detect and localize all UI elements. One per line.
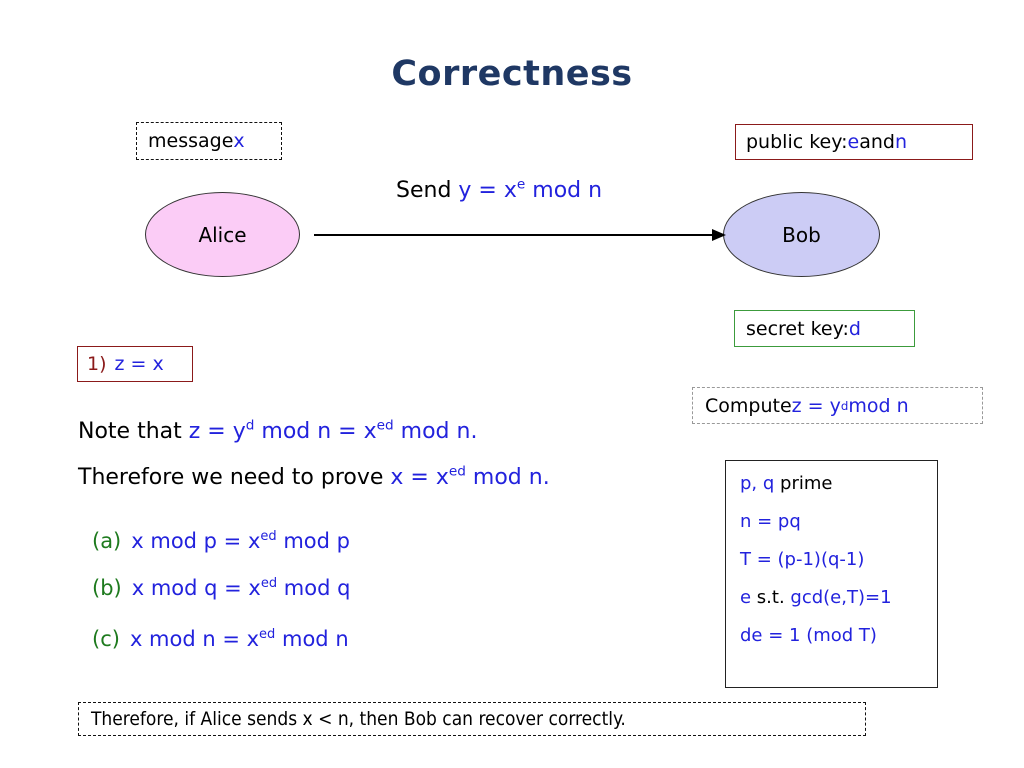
therefore-part-2: mod n. (465, 465, 550, 490)
note-exponent-1: d (245, 417, 255, 434)
param-line-3-blue: T = (p-1)(q-1) (740, 549, 865, 570)
param-line-4-blue: e (740, 587, 752, 608)
param-line-3: T = (p-1)(q-1) (740, 549, 937, 570)
arrow-icon (314, 229, 726, 241)
node-alice-label: Alice (198, 222, 247, 247)
arrow-alice-to-bob (314, 226, 726, 244)
param-line-4-blue2: gcd(e,T)=1 (790, 587, 892, 608)
sub-item-a-exponent: ed (260, 529, 277, 544)
sub-item-b: (b) x mod q = xed mod q (92, 576, 350, 600)
node-alice: Alice (145, 192, 300, 277)
sub-item-a-rhs: mod p (276, 529, 350, 553)
message-variable: x (233, 130, 245, 152)
compute-eq-lhs: z = y (791, 394, 841, 417)
note-part-3: mod n. (393, 419, 478, 444)
param-line-5: de = 1 (mod T) (740, 625, 937, 646)
compute-label: Compute (705, 394, 792, 417)
param-line-5-blue: de = 1 (mod T) (740, 625, 877, 646)
message-box: message x (136, 122, 282, 160)
conclusion-text: Therefore, if Alice sends x < n, then Bo… (91, 708, 626, 730)
sub-item-a-lhs: x mod p = x (131, 529, 261, 553)
sub-item-b-exponent: ed (260, 576, 278, 591)
note-statement: Note that z = yd mod n = xed mod n. (78, 419, 477, 444)
sub-item-c-exponent: ed (259, 627, 276, 642)
public-key-and: and (859, 131, 895, 153)
param-line-2: n = pq (740, 511, 937, 532)
node-bob: Bob (723, 192, 880, 277)
param-line-4-black: s.t. (751, 587, 791, 608)
public-key-box: public key: e and n (735, 124, 973, 160)
param-line-1-black: prime (774, 473, 833, 494)
therefore-prefix: Therefore we need to prove (78, 465, 391, 490)
send-formula-rhs: mod n (525, 178, 603, 203)
param-line-1-blue: p, q (740, 473, 775, 494)
sub-item-b-tag: (b) (92, 576, 122, 600)
sub-item-c-rhs: mod n (275, 627, 349, 651)
note-prefix: Note that (78, 419, 189, 444)
page-title: Correctness (391, 54, 633, 94)
note-part-1: z = y (188, 419, 246, 444)
conclusion-box: Therefore, if Alice sends x < n, then Bo… (78, 702, 866, 736)
public-key-n: n (894, 131, 907, 153)
note-exponent-2: ed (376, 417, 394, 434)
node-bob-label: Bob (782, 222, 821, 247)
step-1-box: 1) z = x (77, 346, 193, 382)
param-line-2-blue: n = pq (740, 511, 801, 532)
send-label: Send y = xe mod n (396, 178, 602, 203)
therefore-statement: Therefore we need to prove x = xed mod n… (78, 465, 550, 490)
secret-key-label: secret key: (746, 317, 849, 340)
param-line-1: p, q prime (740, 473, 937, 494)
sub-item-c-lhs: x mod n = x (129, 627, 260, 651)
send-prefix: Send (396, 178, 459, 203)
param-line-4: e s.t. gcd(e,T)=1 (740, 587, 937, 608)
public-key-e: e (847, 131, 860, 153)
public-key-label: public key: (746, 131, 848, 153)
sub-item-b-lhs: x mod q = x (131, 576, 261, 600)
secret-key-box: secret key: d (734, 310, 915, 347)
note-part-2: mod n = x (254, 419, 377, 444)
rsa-parameters-box: p, q prime n = pq T = (p-1)(q-1) e s.t. … (725, 460, 938, 688)
sub-item-c-tag: (c) (92, 627, 120, 651)
sub-item-a-tag: (a) (92, 529, 122, 553)
sub-item-c: (c) x mod n = xed mod n (92, 627, 349, 651)
sub-item-a: (a) x mod p = xed mod p (92, 529, 350, 553)
therefore-part-1: x = x (390, 465, 449, 490)
send-formula-lhs: y = x (458, 178, 517, 203)
send-formula-exponent: e (516, 176, 526, 193)
step-1-number: 1) (87, 353, 107, 375)
step-1-equation: z = x (114, 353, 164, 375)
compute-eq-rhs: mod n (848, 394, 909, 417)
sub-item-b-rhs: mod q (277, 576, 351, 600)
therefore-exponent: ed (448, 463, 466, 480)
message-label: message (148, 130, 234, 152)
secret-key-d: d (848, 317, 861, 340)
